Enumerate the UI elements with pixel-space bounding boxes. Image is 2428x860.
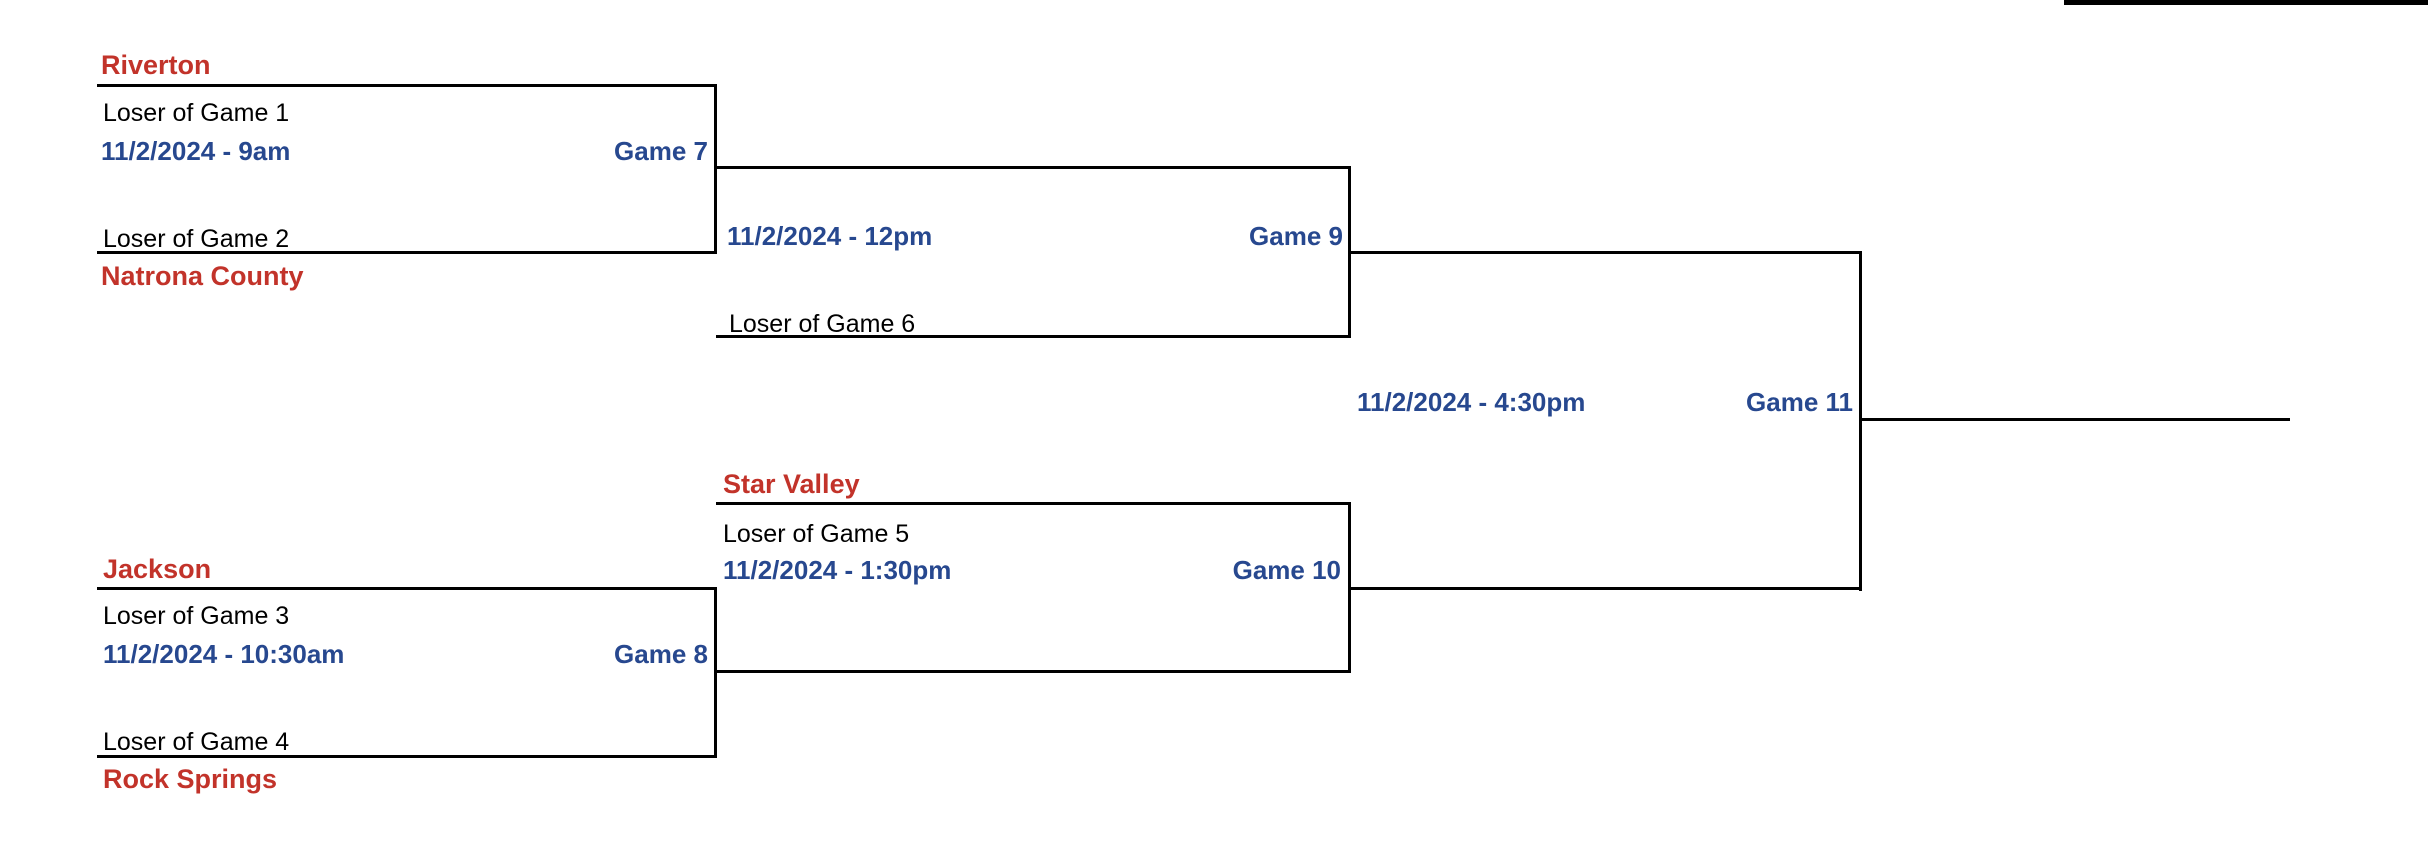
game7-datetime: 11/2/2024 - 9am bbox=[101, 136, 291, 166]
game9-bottom-line bbox=[716, 335, 1351, 338]
game11-connector bbox=[1859, 251, 1862, 591]
game7-slot-bottom: Loser of Game 2 bbox=[103, 225, 290, 253]
game8-datetime: 11/2/2024 - 10:30am bbox=[103, 639, 345, 669]
champion-line bbox=[1859, 418, 2290, 421]
game9-schedule-row: 11/2/2024 - 12pm Game 9 bbox=[727, 221, 1343, 252]
game8-bottom-line bbox=[97, 755, 717, 758]
game7-team-bottom: Natrona County bbox=[101, 261, 304, 291]
game8-team-bottom: Rock Springs bbox=[103, 764, 278, 794]
game7-label: Game 7 bbox=[614, 136, 708, 166]
game11-schedule-row: 11/2/2024 - 4:30pm Game 11 bbox=[1357, 387, 1853, 418]
game9-winner-line bbox=[1348, 251, 1862, 254]
game8-schedule-row: 11/2/2024 - 10:30am Game 8 bbox=[103, 639, 708, 670]
game8-top-line bbox=[97, 587, 717, 590]
game7-slot-top: Loser of Game 1 bbox=[103, 99, 290, 127]
game10-schedule-row: 11/2/2024 - 1:30pm Game 10 bbox=[723, 555, 1341, 586]
top-edge-bar bbox=[2064, 0, 2428, 5]
game7-top-line bbox=[97, 84, 717, 87]
game8-slot-top: Loser of Game 3 bbox=[103, 602, 290, 630]
game7-connector bbox=[714, 84, 717, 254]
game10-slot-top: Loser of Game 5 bbox=[723, 520, 910, 548]
game9-slot-bottom: Loser of Game 6 bbox=[729, 310, 916, 338]
game10-bottom-line bbox=[714, 670, 1351, 673]
game10-top-line bbox=[716, 502, 1351, 505]
game10-datetime: 11/2/2024 - 1:30pm bbox=[723, 555, 952, 585]
game7-bottom-line bbox=[97, 251, 717, 254]
game11-label: Game 11 bbox=[1746, 387, 1853, 417]
game11-datetime: 11/2/2024 - 4:30pm bbox=[1357, 387, 1586, 417]
game9-label: Game 9 bbox=[1249, 221, 1343, 251]
game10-label: Game 10 bbox=[1232, 555, 1341, 585]
game8-label: Game 8 bbox=[614, 639, 708, 669]
game9-top-line bbox=[714, 166, 1351, 169]
game8-team-top: Jackson bbox=[103, 554, 212, 584]
game10-winner-line bbox=[1348, 587, 1862, 590]
game8-slot-bottom: Loser of Game 4 bbox=[103, 728, 290, 756]
game7-schedule-row: 11/2/2024 - 9am Game 7 bbox=[101, 136, 708, 167]
game9-datetime: 11/2/2024 - 12pm bbox=[727, 221, 933, 251]
game10-team-top: Star Valley bbox=[723, 469, 860, 499]
game7-team-top: Riverton bbox=[101, 50, 211, 80]
